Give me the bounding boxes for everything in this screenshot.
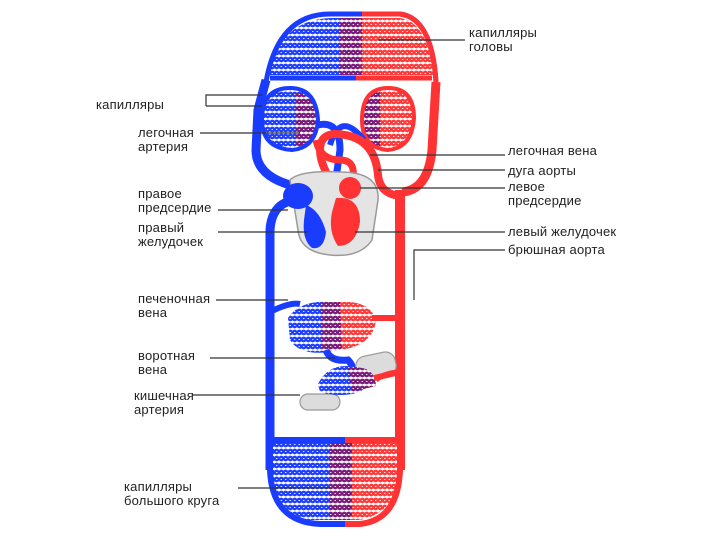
heart xyxy=(283,172,378,256)
label-portal-vein-line1: воротная xyxy=(138,349,195,363)
label-systemic-capillaries-line1: капилляры xyxy=(124,480,219,494)
label-pulmonary-artery-line2: артерия xyxy=(138,140,194,154)
label-systemic-capillaries-line2: большого круга xyxy=(124,494,219,508)
label-hepatic-vein-line1: печеночная xyxy=(138,292,210,306)
label-right-atrium: правое предсердие xyxy=(138,187,212,215)
liver-capillaries xyxy=(270,302,400,353)
label-left-ventricle: левый желудочек xyxy=(508,225,616,239)
label-intestinal-artery-line2: артерия xyxy=(134,403,194,417)
label-systemic-capillaries: капилляры большого круга xyxy=(124,480,219,508)
leader-lung-capillaries xyxy=(206,95,262,106)
label-intestinal-artery-line1: кишечная xyxy=(134,389,194,403)
left-atrium-shape xyxy=(339,177,361,199)
label-aortic-arch: дуга аорты xyxy=(508,164,576,178)
label-right-atrium-line1: правое xyxy=(138,187,212,201)
leader-lines xyxy=(192,40,505,488)
label-pulmonary-vein-line1: легочная вена xyxy=(508,144,597,158)
systemic-capillaries xyxy=(270,440,400,524)
label-head-capillaries: капилляры головы xyxy=(469,26,537,54)
label-hepatic-vein: печеночная вена xyxy=(138,292,210,320)
label-pulmonary-artery: легочная артерия xyxy=(138,126,194,154)
label-pulmonary-vein: легочная вена xyxy=(508,144,597,158)
label-right-ventricle-line2: желудочек xyxy=(138,235,203,249)
label-left-atrium: левое предсердие xyxy=(508,180,582,208)
label-head-capillaries-line1: капилляры xyxy=(469,26,537,40)
label-hepatic-vein-line2: вена xyxy=(138,306,210,320)
right-atrium-shape xyxy=(283,183,313,209)
label-left-atrium-line2: предсердие xyxy=(508,194,582,208)
label-lung-capillaries: капилляры xyxy=(96,98,164,112)
label-portal-vein: воротная вена xyxy=(138,349,195,377)
label-abdominal-aorta: брюшная аорта xyxy=(508,243,605,257)
label-portal-vein-line2: вена xyxy=(138,363,195,377)
label-left-atrium-line1: левое xyxy=(508,180,582,194)
label-right-atrium-line2: предсердие xyxy=(138,201,212,215)
label-lung-capillaries-line1: капилляры xyxy=(96,98,164,112)
label-intestinal-artery: кишечная артерия xyxy=(134,389,194,417)
label-abdominal-aorta-line1: брюшная аорта xyxy=(508,243,605,257)
label-left-ventricle-line1: левый желудочек xyxy=(508,225,616,239)
leader-abdominal-aorta xyxy=(414,250,505,300)
head-capillaries xyxy=(266,14,436,82)
label-right-ventricle: правый желудочек xyxy=(138,221,203,249)
label-head-capillaries-line2: головы xyxy=(469,40,537,54)
label-right-ventricle-line1: правый xyxy=(138,221,203,235)
label-pulmonary-artery-line1: легочная xyxy=(138,126,194,140)
label-aortic-arch-line1: дуга аорты xyxy=(508,164,576,178)
